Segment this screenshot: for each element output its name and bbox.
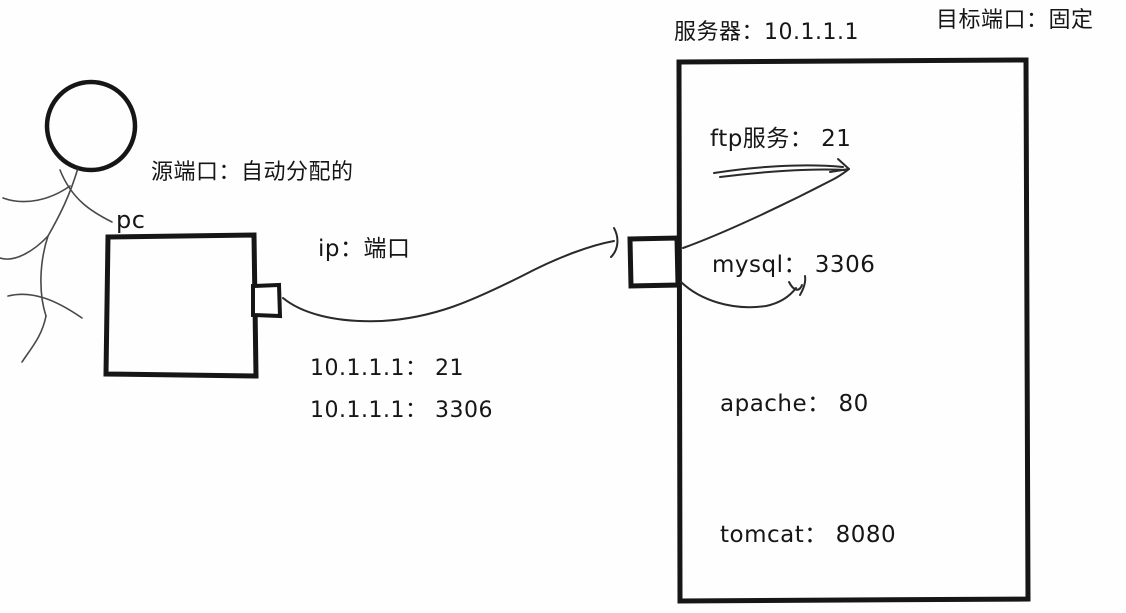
ftp-arrow: [682, 158, 850, 249]
stick-figure-head-icon: [44, 79, 138, 173]
service-apache-label: apache： 80: [720, 391, 869, 417]
pc-label: pc: [116, 206, 146, 234]
service-ftp-label: ftp服务： 21: [710, 126, 852, 152]
dest-port-note: 目标端口：固定: [936, 8, 1094, 33]
connection-line: [282, 227, 619, 323]
stick-figure-body-icon: [0, 167, 113, 363]
ip-port-note: ip：端口: [318, 236, 411, 262]
connection-mysql-note: 10.1.1.1： 3306: [310, 398, 493, 423]
pc-box: [103, 232, 259, 379]
service-tomcat-label: tomcat： 8080: [720, 522, 897, 548]
server-box: [676, 57, 1031, 604]
server-title: 服务器：10.1.1.1: [674, 20, 859, 45]
service-mysql-label: mysql： 3306: [712, 252, 876, 278]
server-port: [627, 235, 681, 289]
source-port-note: 源端口：自动分配的: [151, 160, 354, 185]
mysql-arrow: [680, 275, 807, 309]
connection-ftp-note: 10.1.1.1： 21: [310, 356, 464, 381]
pc-port: [251, 282, 283, 319]
